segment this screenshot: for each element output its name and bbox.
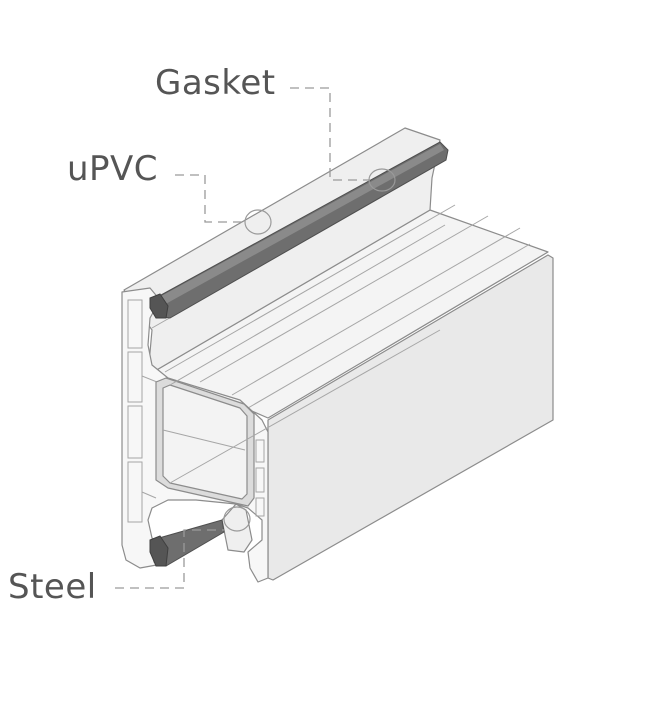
upvc-label: uPVC: [67, 149, 158, 189]
profile-groove-line-3: [231, 227, 521, 396]
gasket-bottom-end: [149, 535, 169, 567]
profile-groove-line-1: [164, 204, 456, 373]
steel-tube-inner: [162, 384, 248, 500]
section-divider-bottom: [141, 491, 157, 499]
chamber-right-3: [255, 497, 265, 517]
gasket-top: [149, 141, 449, 319]
gasket-callout: [290, 87, 396, 192]
gasket-top-end: [149, 293, 169, 319]
steel-leader-line: [115, 529, 224, 589]
steel-marker-circle: [223, 506, 251, 532]
steel-reinforcement: [155, 224, 446, 507]
gasket-label: Gasket: [155, 63, 276, 103]
steel-tube-depth: [162, 224, 446, 484]
upvc-leader-line: [175, 174, 244, 223]
chamber-right-1: [255, 439, 265, 463]
chamber-left-lower: [127, 405, 143, 459]
steel-callout: [115, 506, 251, 589]
upvc-callout: [175, 174, 272, 235]
upvc-marker-circle: [244, 209, 272, 235]
gasket-bottom: [149, 519, 225, 567]
upvc-profile: [121, 127, 554, 583]
profile-rail-line: [247, 243, 531, 409]
gasket-marker-circle: [368, 168, 396, 192]
chamber-left-upper: [127, 299, 143, 349]
chamber-left-mid: [127, 351, 143, 403]
chamber-right-2: [255, 467, 265, 493]
profile-groove-line-2: [199, 215, 489, 383]
gasket-leader-line: [290, 87, 370, 181]
gasket-top-highlight: [154, 144, 444, 306]
steel-label: Steel: [8, 567, 97, 607]
